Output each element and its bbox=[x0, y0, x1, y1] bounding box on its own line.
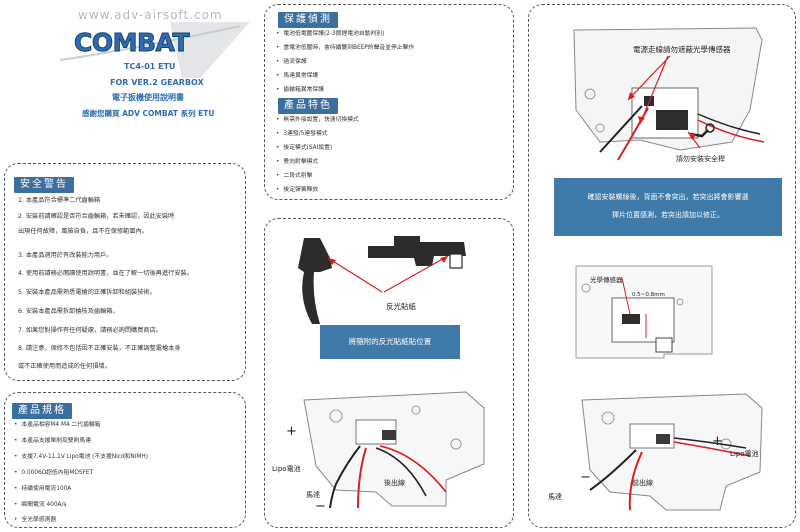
safety-item: 8. 請注意，保修不包括因不正確安裝，不正確調整電槍本身 bbox=[18, 345, 181, 352]
safety-item: 1. 本產品符合標準二代齒輪箱 bbox=[18, 197, 101, 204]
safety-item: 7. 如果您對操作有任何疑慮，請務必詢問購買商店。 bbox=[18, 327, 162, 334]
selector-plate-illustration bbox=[368, 236, 466, 269]
safety-box bbox=[4, 163, 246, 381]
protection-item: 當電池低壓時，會持續聽到BEEP的聲音並停止擊作 bbox=[276, 44, 414, 52]
gearbox-right-illustration bbox=[581, 393, 763, 511]
thanks-text: 感謝您購買 ADV COMBAT 系列 ETU bbox=[82, 109, 215, 118]
optical-sensor-label: 光學傳感器 bbox=[590, 276, 623, 284]
protection-item: 馬達異常保護 bbox=[276, 72, 318, 80]
lipo-label-right: Lipo電池 bbox=[730, 450, 759, 458]
install-top-arrows bbox=[627, 55, 701, 149]
screw-instruction-line1: 確認安裝螺絲後，背面不會突出，若突出將會影響選 bbox=[587, 193, 749, 201]
safety-item: 4. 使用前請務必閱讀使用說明書，並在了解一切後再進行安裝。 bbox=[18, 270, 193, 277]
protection-features-box bbox=[264, 4, 514, 200]
safety-item: 或不正確使用而造成的任何損壞。 bbox=[18, 363, 111, 370]
sticker-arrows bbox=[327, 255, 449, 293]
minus-sign-left: − bbox=[315, 499, 326, 514]
safety-header: 安全警告 bbox=[14, 177, 74, 193]
safety-item: 3. 本產品適用於有改裝能力用戶。 bbox=[18, 252, 113, 259]
spec-item: 本產品相容M4 M4 二代齒輪箱 bbox=[14, 421, 100, 429]
install-panel bbox=[528, 4, 796, 528]
gearbox-top-illustration bbox=[573, 27, 765, 161]
manual-title: 電子扳機使用說明書 bbox=[112, 93, 184, 102]
spec-item: 持續使用電流100A bbox=[14, 485, 71, 493]
sticker-instruction-box: 將隨附的反光貼紙貼位置 bbox=[320, 325, 460, 359]
minus-sign-right: − bbox=[580, 470, 591, 485]
sticker-panel bbox=[264, 218, 514, 528]
protection-item: 過流保護 bbox=[276, 58, 306, 66]
spec-item: 支援7.4V-11.1V Lipo電池 (不支援Nicd和NiMH) bbox=[14, 453, 148, 461]
sensor-wire-note: 電源走線請勿遮蔽光學傳感器 bbox=[633, 45, 731, 54]
screw-instruction-box: 確認安裝螺絲後，背面不會突出，若突出將會影響選 擇片位置感測，若突出請加以修正。 bbox=[554, 178, 782, 236]
safety-item: 出現任何故障，風險自負，且不在保修範圍內。 bbox=[18, 228, 148, 235]
gearbox-left-illustration bbox=[303, 391, 485, 509]
spec-item: 0.0006Ω超低內阻MOSFET bbox=[14, 469, 93, 477]
safety-item: 6. 安裝本產品需拆卸槍枝及齒輪箱。 bbox=[18, 308, 119, 315]
spec-item: 全光學感測器 bbox=[14, 516, 56, 524]
spec-item: 本產品支援單刷及雙刷馬達 bbox=[14, 437, 91, 445]
safety-lever-note: 請勿安裝安全桿 bbox=[676, 155, 725, 163]
protection-item: 電池低電壓保護(2-3節鋰電池自動判別) bbox=[276, 30, 384, 38]
feature-item: 後定模式(SAI設置) bbox=[276, 144, 332, 152]
protection-item: 齒輪箱異常保護 bbox=[276, 86, 324, 94]
motor-label-left: 馬達 bbox=[306, 491, 320, 499]
wire-label-right: 前出線 bbox=[632, 479, 653, 487]
wire-label-left: 後出線 bbox=[384, 479, 405, 487]
subtitle-text: FOR VER.2 GEARBOX bbox=[110, 78, 204, 87]
feature-item: 3連發/5連發模式 bbox=[276, 130, 327, 138]
sticker-label: 反光貼紙 bbox=[386, 302, 416, 311]
model-text: TC4-01 ETU bbox=[124, 62, 176, 71]
plus-sign-right: + bbox=[712, 434, 723, 449]
screw-instruction-line2: 擇片位置感測，若突出請加以修正。 bbox=[612, 211, 724, 219]
feature-item: 二段式射擊 bbox=[276, 172, 312, 180]
feature-item: 無需外接設置，快速切換模式 bbox=[276, 116, 358, 124]
sensor-plate-illustration bbox=[575, 265, 713, 359]
sensor-gap-label: 0.5~0.8mm bbox=[632, 292, 665, 298]
feature-item: 雙向射擊模式 bbox=[276, 158, 318, 166]
motor-label-right: 馬達 bbox=[548, 493, 562, 501]
plus-sign-left: + bbox=[286, 424, 297, 439]
protection-header: 保護偵測 bbox=[278, 12, 338, 28]
spec-item: 瞬間電流 400A/s bbox=[14, 501, 66, 509]
logo-swoosh bbox=[59, 22, 250, 78]
trigger-part-illustration bbox=[298, 238, 332, 324]
logo-text: COMBAT bbox=[74, 28, 191, 58]
features-header: 產品特色 bbox=[278, 98, 338, 114]
brand-block: www.adv-airsoft.com COMBAT TC4-01 ETU FO… bbox=[40, 6, 250, 126]
specs-box bbox=[4, 392, 246, 528]
watermark-text: www.adv-airsoft.com bbox=[78, 8, 223, 22]
lipo-label-left: Lipo電池 bbox=[272, 465, 301, 473]
safety-item: 5. 安裝本產品需熟悉電槍的正確拆卸和組裝技術。 bbox=[18, 289, 156, 296]
feature-item: 後定彈簧釋放 bbox=[276, 186, 318, 194]
specs-header: 產品規格 bbox=[12, 403, 72, 419]
safety-item: 2. 安裝前請確認是否符合齒輪箱，若未確認，因此安裝時 bbox=[18, 213, 175, 220]
